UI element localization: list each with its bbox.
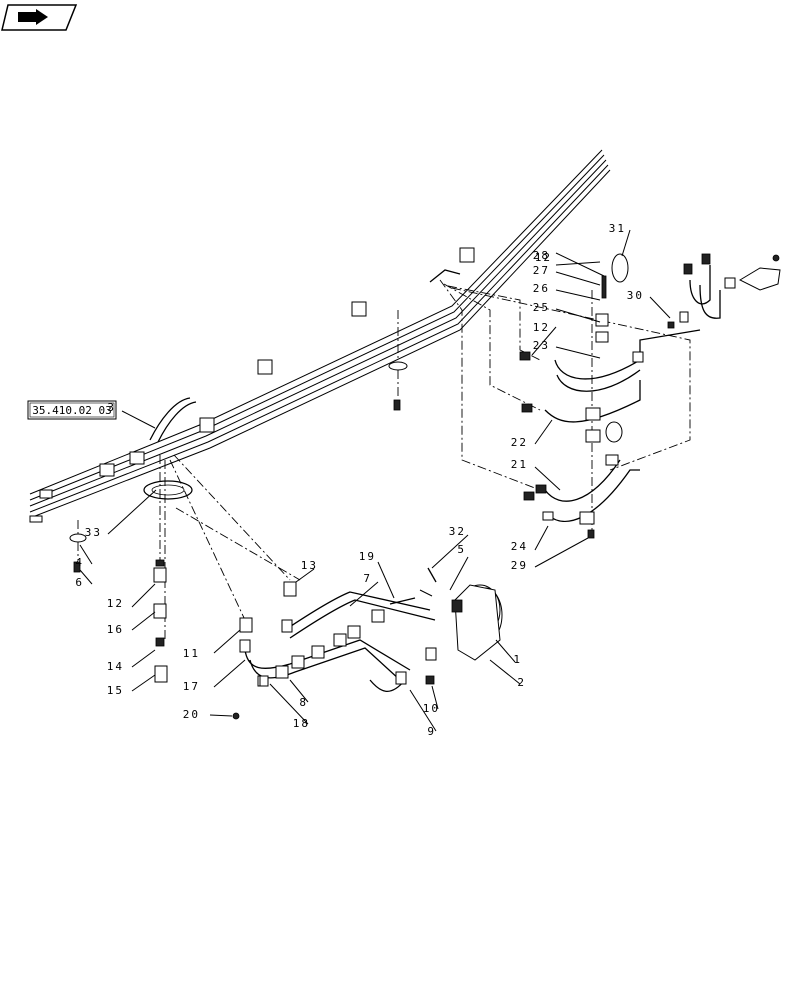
callout-number[interactable]: 23 <box>533 339 550 352</box>
callout-leader <box>534 466 561 491</box>
callout-number[interactable]: 27 <box>533 264 550 277</box>
reference-box-label: 35.410.02 03 <box>32 404 111 417</box>
fitting-column <box>153 559 297 683</box>
callout-number[interactable]: 33 <box>85 526 102 539</box>
callout-number[interactable]: 4 <box>75 556 84 569</box>
main-hose-bundle <box>29 149 611 523</box>
cap <box>605 253 629 443</box>
callout-leader <box>555 289 601 301</box>
grommet <box>143 480 193 500</box>
callout-leader <box>269 683 309 725</box>
callout-leader <box>555 308 601 323</box>
callout-number[interactable]: 6 <box>75 576 84 589</box>
callout-leader <box>131 649 156 668</box>
callout-number[interactable]: 12 <box>533 321 550 334</box>
callout-leader <box>121 410 156 429</box>
callout-leader <box>213 659 246 688</box>
callout-leader <box>79 569 93 585</box>
bundle-clamp <box>257 359 273 375</box>
page-back-arrow-icon[interactable] <box>1 4 78 31</box>
callout-leader <box>295 568 315 583</box>
callout-leader <box>289 679 309 703</box>
callout-leader <box>531 326 557 356</box>
bundle-clamp <box>99 463 115 477</box>
bolt <box>389 597 416 605</box>
callout-leader <box>131 583 156 608</box>
callout-number[interactable]: 21 <box>511 458 528 471</box>
callout-number[interactable]: 30 <box>627 289 644 302</box>
callout-number[interactable]: 13 <box>301 559 318 572</box>
callout-number[interactable]: 25 <box>533 301 550 314</box>
callout-leader <box>534 419 553 445</box>
callout-number[interactable]: 18 <box>293 717 310 730</box>
spacer <box>259 675 269 687</box>
bundle-clamp <box>351 301 367 317</box>
callout-number[interactable]: 26 <box>533 282 550 295</box>
callout-leader <box>131 611 156 631</box>
callout-number[interactable]: 28 <box>533 249 550 262</box>
reference-box[interactable]: 35.410.02 03 <box>27 400 117 420</box>
callout-number[interactable]: 5 <box>457 543 466 556</box>
callout-leader <box>555 346 601 359</box>
callout-number[interactable]: 15 <box>107 684 124 697</box>
callout-number[interactable]: 12 <box>107 597 124 610</box>
callout-leader <box>431 534 469 569</box>
callout-leader <box>495 639 516 663</box>
callout-leader <box>449 556 469 591</box>
callout-number[interactable]: 16 <box>107 623 124 636</box>
hose-assembly-right <box>519 253 721 523</box>
callout-leader <box>349 581 379 607</box>
callout-number[interactable]: 24 <box>511 540 528 553</box>
bundle-clamp <box>129 451 145 465</box>
callout-leader <box>555 271 601 286</box>
callout-number[interactable]: 20 <box>183 708 200 721</box>
washer-bolt-center <box>388 361 408 411</box>
callout-number[interactable]: 12 <box>535 251 552 264</box>
callout-leader <box>534 537 589 568</box>
callout-leader <box>209 714 233 717</box>
callout-leader <box>489 659 521 685</box>
callout-number[interactable]: 9 <box>427 725 436 738</box>
callout-leader <box>79 544 93 565</box>
hose-fitting <box>39 489 53 499</box>
nut <box>232 712 240 720</box>
callout-leader <box>649 296 671 319</box>
clamp-stack <box>579 275 609 539</box>
callout-number[interactable]: 14 <box>107 660 124 673</box>
callout-leader <box>621 229 631 257</box>
callout-number[interactable]: 22 <box>511 436 528 449</box>
callout-number[interactable]: 17 <box>183 680 200 693</box>
callout-leader <box>409 689 437 732</box>
callout-leader <box>131 674 156 692</box>
callout-number[interactable]: 29 <box>511 559 528 572</box>
callout-number[interactable]: 3 <box>107 401 116 414</box>
bundle-clamp <box>199 417 215 433</box>
callout-leader <box>431 685 439 710</box>
callout-leader <box>555 252 605 277</box>
callout-leader <box>534 525 549 551</box>
callout-leader <box>377 561 395 599</box>
bundle-clamp <box>459 247 475 263</box>
callout-number[interactable]: 32 <box>449 525 466 538</box>
callout-number[interactable]: 11 <box>183 647 200 660</box>
pin <box>427 567 437 583</box>
callout-number[interactable]: 7 <box>363 572 372 585</box>
callout-number[interactable]: 2 <box>517 676 526 689</box>
callout-number[interactable]: 8 <box>299 696 308 709</box>
right-fittings <box>667 254 781 329</box>
callout-number[interactable]: 19 <box>359 550 376 563</box>
hose-fitting <box>29 515 43 523</box>
callout-number[interactable]: 31 <box>609 222 626 235</box>
callout-leader <box>213 629 241 654</box>
hydraulic-motor <box>395 584 503 685</box>
callout-number[interactable]: 10 <box>423 702 440 715</box>
callout-number[interactable]: 1 <box>513 653 522 666</box>
callout-leader <box>107 489 157 535</box>
